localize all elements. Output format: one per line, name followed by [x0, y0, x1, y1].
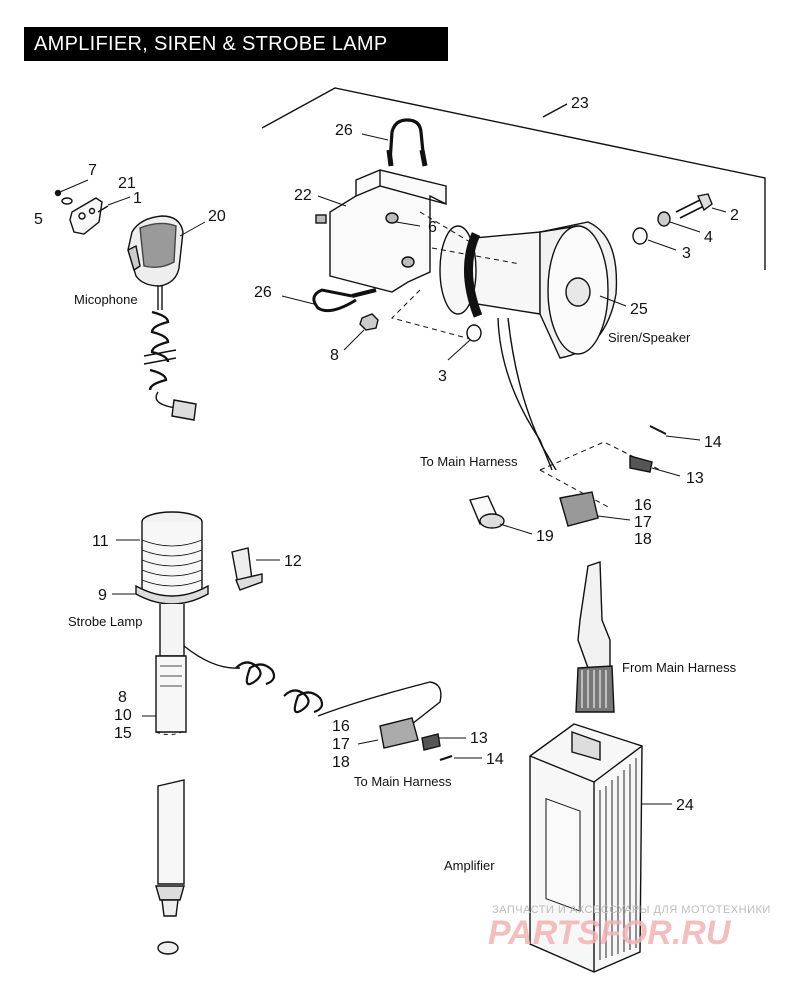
callout-26-lower: 26 [254, 284, 272, 301]
callout-9: 9 [98, 587, 107, 604]
callout-3-right: 3 [682, 245, 691, 262]
callout-12: 12 [284, 553, 302, 570]
lamp-clip [231, 547, 280, 591]
watermark-logo: PARTSFOR.RU [488, 914, 732, 952]
callout-3-lower: 3 [438, 368, 447, 385]
microphone-clip-hardware [54, 179, 131, 235]
callout-2: 2 [730, 207, 739, 224]
callout-14-top: 14 [704, 434, 722, 451]
page-title: AMPLIFIER, SIREN & STROBE LAMP [24, 27, 448, 61]
callout-4: 4 [704, 229, 713, 246]
callout-14-lower: 14 [486, 751, 504, 768]
callout-1: 1 [133, 190, 142, 207]
mounting-bracket [315, 169, 447, 293]
caption-microphone: Micophone [74, 292, 138, 307]
callout-17-top: 17 [634, 514, 652, 531]
callout-8-top: 8 [330, 347, 339, 364]
strobe-harness-connectors [357, 717, 482, 761]
watermark-tagline: ЗАПЧАСТИ И АКСЕССУАРЫ ДЛЯ МОТОТЕХНИКИ [492, 904, 771, 916]
callout-26-top: 26 [335, 122, 353, 139]
callout-13-lower: 13 [470, 730, 488, 747]
strobe-lamp [112, 511, 209, 605]
caption-amplifier: Amplifier [444, 858, 495, 873]
callout-19: 19 [536, 528, 554, 545]
watermark: ЗАПЧАСТИ И АКСЕССУАРЫ ДЛЯ МОТОТЕХНИКИ PA… [488, 904, 771, 952]
callout-22: 22 [294, 187, 312, 204]
callout-25: 25 [630, 301, 648, 318]
callout-8-mast: 8 [118, 689, 127, 706]
callout-21: 21 [118, 175, 136, 192]
strobe-coiled-cord [183, 645, 442, 725]
callout-18-top: 18 [634, 531, 652, 548]
caption-siren: Siren/Speaker [608, 330, 691, 345]
part-captions: Micophone Siren/Speaker To Main Harness … [68, 292, 737, 873]
callout-11: 11 [92, 533, 109, 550]
callout-17-lower: 17 [332, 736, 350, 753]
microphone-drawing [127, 215, 206, 421]
amplifier [529, 561, 672, 973]
strobe-mast [142, 604, 187, 955]
bolt-and-washers [447, 193, 727, 361]
callout-23: 23 [571, 95, 589, 112]
caption-strobe-lamp: Strobe Lamp [68, 614, 142, 629]
callout-6: 6 [428, 219, 437, 236]
siren-harness-connectors [469, 425, 701, 535]
callout-labels: 7 21 1 5 20 26 22 6 23 2 4 3 25 26 8 3 1… [34, 95, 739, 814]
callout-13-top: 13 [686, 470, 704, 487]
callout-16-top: 16 [634, 497, 652, 514]
callout-15: 15 [114, 725, 132, 742]
callout-10: 10 [114, 707, 132, 724]
u-bolt-top [361, 118, 428, 167]
siren-speaker [391, 211, 627, 471]
assembly-bracket-outline [261, 87, 766, 270]
callout-5: 5 [34, 211, 43, 228]
callout-7: 7 [88, 162, 97, 179]
callout-18-lower: 18 [332, 754, 350, 771]
caption-to-main-harness-siren: To Main Harness [420, 454, 518, 469]
callout-20: 20 [208, 208, 226, 225]
u-bolt-lower [281, 288, 377, 313]
caption-from-main-harness: From Main Harness [622, 660, 737, 675]
nut [343, 313, 379, 351]
callout-24: 24 [676, 797, 694, 814]
caption-to-main-harness-strobe: To Main Harness [354, 774, 452, 789]
callout-16-lower: 16 [332, 718, 350, 735]
